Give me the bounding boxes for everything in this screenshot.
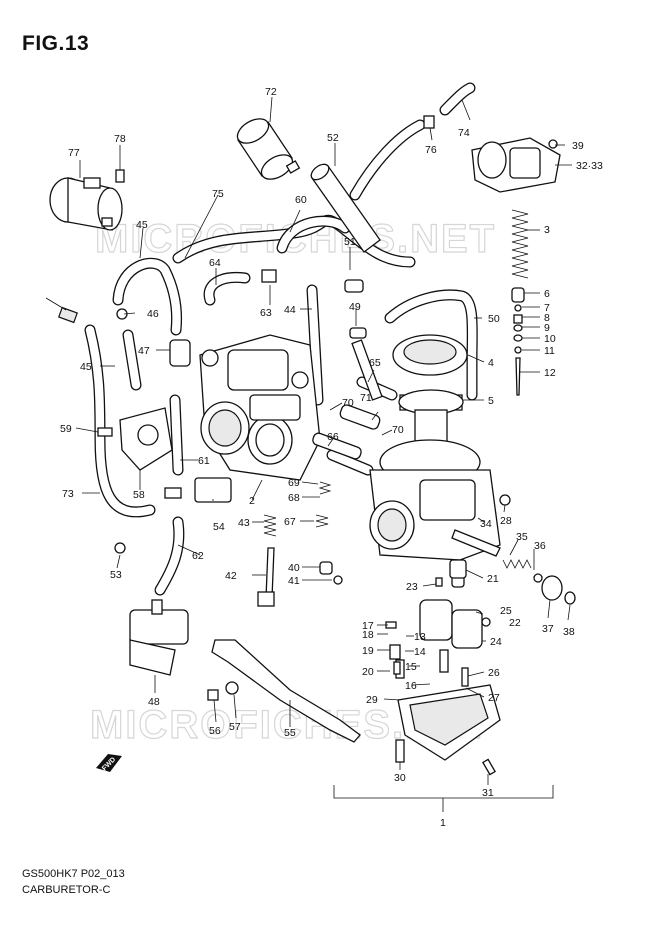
callout-51: 51 xyxy=(344,236,356,248)
callout-55: 55 xyxy=(284,727,296,739)
callout-42: 42 xyxy=(225,570,237,582)
callout-25: 25 xyxy=(500,605,512,617)
callout-23: 23 xyxy=(406,581,418,593)
callout-77: 77 xyxy=(68,147,80,159)
callout-19: 19 xyxy=(362,645,374,657)
callout-47: 47 xyxy=(138,345,150,357)
callout-35: 35 xyxy=(516,531,528,543)
air-vent-pipe xyxy=(310,163,381,253)
callout-64: 64 xyxy=(209,257,221,269)
callout-13: 13 xyxy=(414,631,426,643)
figure-name: CARBURETOR-C xyxy=(22,884,111,896)
callout-32-33: 32·33 xyxy=(576,160,603,172)
callout-14: 14 xyxy=(414,646,426,658)
callout-15: 15 xyxy=(405,661,417,673)
air-filter-77 xyxy=(49,177,123,324)
callout-20: 20 xyxy=(362,666,374,678)
assembly-bracket-1 xyxy=(333,785,554,812)
callout-58: 58 xyxy=(133,489,145,501)
callout-27: 27 xyxy=(488,692,500,704)
callout-46: 46 xyxy=(147,308,159,320)
callout-10: 10 xyxy=(544,333,556,345)
callout-73: 73 xyxy=(62,488,74,500)
callout-4: 4 xyxy=(488,357,494,369)
callout-16: 16 xyxy=(405,680,417,692)
callout-74: 74 xyxy=(458,127,470,139)
callout-43: 43 xyxy=(238,517,250,529)
callout-68: 68 xyxy=(288,492,300,504)
needle-parts xyxy=(511,287,525,396)
callout-3: 3 xyxy=(544,224,550,236)
pilot-screw-parts xyxy=(502,559,576,605)
callout-31: 31 xyxy=(482,787,494,799)
callout-45-lower: 45 xyxy=(80,361,92,373)
callout-62: 62 xyxy=(192,550,204,562)
callout-9: 9 xyxy=(544,322,550,334)
callout-29: 29 xyxy=(366,694,378,706)
callout-6: 6 xyxy=(544,288,550,300)
callout-49: 49 xyxy=(349,301,361,313)
callout-57: 57 xyxy=(229,721,241,733)
leader-lines xyxy=(45,96,572,785)
callout-38: 38 xyxy=(563,626,575,638)
callout-69: 69 xyxy=(288,477,300,489)
callout-26: 26 xyxy=(488,667,500,679)
carburetor-body-right xyxy=(369,334,511,561)
fwd-arrow-icon: FWD xyxy=(96,754,122,772)
callout-5: 5 xyxy=(488,395,494,407)
callout-52: 52 xyxy=(327,132,339,144)
callout-56: 56 xyxy=(209,725,221,737)
callout-50: 50 xyxy=(488,313,500,325)
callout-1: 1 xyxy=(440,817,446,829)
callout-18: 18 xyxy=(362,629,374,641)
callout-72: 72 xyxy=(265,86,277,98)
callout-48: 48 xyxy=(148,696,160,708)
callout-63: 63 xyxy=(260,307,272,319)
callout-70-right: 70 xyxy=(392,424,404,436)
spring-3 xyxy=(511,209,529,279)
callout-21: 21 xyxy=(487,573,499,585)
callout-61: 61 xyxy=(198,455,210,467)
callout-28: 28 xyxy=(500,515,512,527)
callout-39: 39 xyxy=(572,140,584,152)
callout-76: 76 xyxy=(425,144,437,156)
callout-41: 41 xyxy=(288,575,300,587)
callout-11: 11 xyxy=(544,345,555,357)
callout-78: 78 xyxy=(114,133,126,145)
carburetor-body-2 xyxy=(199,334,321,481)
callout-12: 12 xyxy=(544,367,556,379)
callout-54: 54 xyxy=(213,521,225,533)
carburetor-top-cap xyxy=(471,137,561,193)
callout-45-upper: 45 xyxy=(136,219,148,231)
callout-2: 2 xyxy=(249,495,255,507)
callout-17: 17 xyxy=(362,620,374,632)
figure-code: GS500HK7 P02_013 xyxy=(22,868,125,880)
callout-7: 7 xyxy=(544,302,550,314)
callout-24: 24 xyxy=(490,636,502,648)
callout-75: 75 xyxy=(212,188,224,200)
left-side-parts xyxy=(97,169,277,676)
callout-22: 22 xyxy=(509,617,521,629)
callout-40: 40 xyxy=(288,562,300,574)
callout-37: 37 xyxy=(542,623,554,635)
callout-34: 34 xyxy=(480,518,492,530)
callout-8: 8 xyxy=(544,312,550,324)
callout-70-left: 70 xyxy=(342,397,354,409)
callout-65: 65 xyxy=(369,357,381,369)
callout-53: 53 xyxy=(110,569,122,581)
callout-66: 66 xyxy=(327,431,339,443)
callout-30: 30 xyxy=(394,772,406,784)
callout-67: 67 xyxy=(284,516,296,528)
bracket-55 xyxy=(211,639,361,743)
callout-71: 71 xyxy=(360,392,372,404)
callout-labels: 1 2 3 4 5 6 7 8 9 10 11 12 13 14 15 16 1… xyxy=(60,86,603,829)
figure-title: FIG.13 xyxy=(22,32,90,55)
callout-59: 59 xyxy=(60,423,72,435)
callout-44: 44 xyxy=(284,304,296,316)
callout-60: 60 xyxy=(295,194,307,206)
fuel-filter-72 xyxy=(236,118,301,180)
callout-36: 36 xyxy=(534,540,546,552)
hose-group xyxy=(84,82,478,596)
